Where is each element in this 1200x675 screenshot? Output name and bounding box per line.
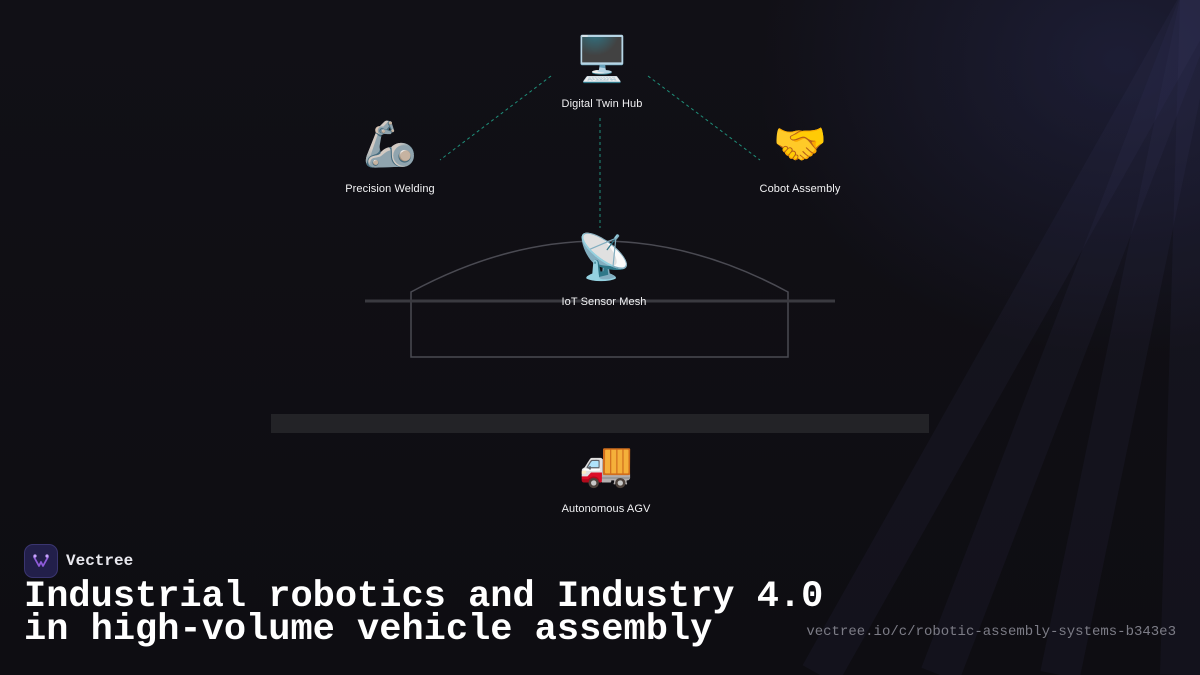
title-line-2: in high-volume vehicle assembly bbox=[24, 609, 713, 651]
page-title: Industrial robotics and Industry 4.0 in … bbox=[24, 579, 824, 649]
vectree-logo-icon bbox=[24, 544, 58, 578]
desktop-computer-icon: 🖥️ bbox=[574, 34, 630, 85]
title-line-1: Industrial robotics and Industry 4.0 bbox=[24, 576, 824, 618]
node-label: Digital Twin Hub bbox=[561, 98, 643, 110]
source-url[interactable]: vectree.io/c/robotic-assembly-systems-b3… bbox=[806, 624, 1176, 640]
node-label: Autonomous AGV bbox=[561, 503, 651, 515]
node-iot-sensor-mesh: 📡 IoT Sensor Mesh bbox=[524, 232, 684, 308]
mechanical-arm-icon: 🦾 bbox=[362, 119, 418, 170]
conveyor-belt bbox=[271, 414, 929, 433]
node-precision-welding: 🦾 Precision Welding bbox=[310, 119, 470, 195]
arch-outline bbox=[410, 240, 789, 358]
node-label: IoT Sensor Mesh bbox=[561, 296, 647, 308]
handshake-icon: 🤝 bbox=[772, 119, 828, 170]
connector-hub-welding bbox=[439, 75, 552, 161]
node-digital-twin-hub: 🖥️ Digital Twin Hub bbox=[522, 34, 682, 110]
brand: Vectree bbox=[24, 544, 133, 578]
node-autonomous-agv: 🚚 Autonomous AGV bbox=[526, 439, 686, 515]
node-label: Cobot Assembly bbox=[759, 183, 841, 195]
satellite-antenna-icon: 📡 bbox=[576, 232, 632, 283]
node-label: Precision Welding bbox=[345, 183, 435, 195]
delivery-truck-icon: 🚚 bbox=[578, 439, 634, 490]
connector-hub-cobot bbox=[647, 75, 761, 161]
brand-name: Vectree bbox=[66, 552, 134, 570]
node-cobot-assembly: 🤝 Cobot Assembly bbox=[720, 119, 880, 195]
